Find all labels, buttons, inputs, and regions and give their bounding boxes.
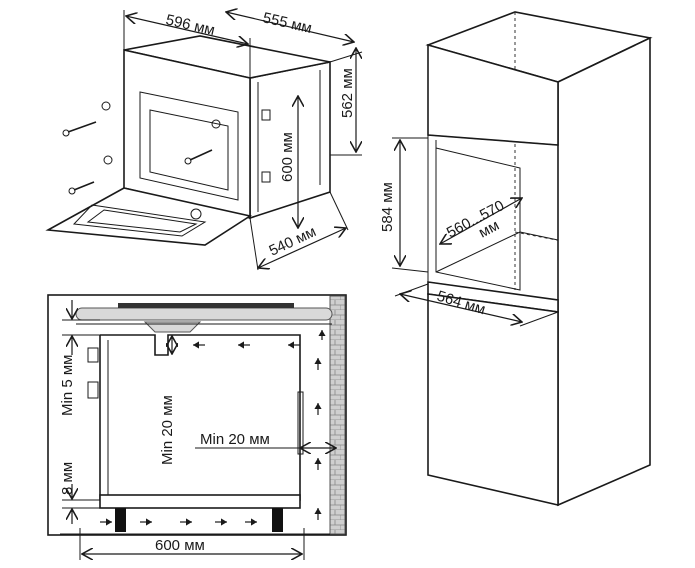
- section-frame: [47, 294, 347, 536]
- section-view: Min 5 мм Min 20 мм Min 20 мм 8 мм 600 мм: [47, 294, 347, 560]
- washer-icon: [101, 101, 111, 111]
- niche-width-label: 560...570: [444, 197, 507, 241]
- oven-window: [139, 91, 239, 201]
- tall-cabinet: 584 мм 560...570 мм 564 мм: [379, 11, 653, 507]
- control-knob-icon: [87, 347, 99, 363]
- bottom-gap-label: 8 мм: [59, 462, 76, 495]
- oven-perspective: 596 мм 555 мм 562 мм 600 мм 540 мм: [45, 9, 363, 271]
- oven-front-height-label: 600 мм: [279, 132, 296, 182]
- screw-icon: [62, 121, 97, 137]
- back-gap-vertical-label: Min 20 мм: [159, 395, 176, 465]
- mounting-bracket-icon: [261, 109, 271, 121]
- oven-depth-label: 555 мм: [261, 9, 313, 37]
- cabinet-side: [557, 36, 651, 507]
- top-gap-label: Min 5 мм: [59, 355, 76, 416]
- oven-section: [99, 334, 301, 501]
- door-hinge-icon: [190, 208, 202, 220]
- rear-vent-icon: [297, 391, 304, 455]
- oven-width-label: 596 мм: [164, 11, 216, 39]
- foot-left: [115, 508, 126, 532]
- airflow-arrows: [100, 330, 326, 526]
- washer-icon: [103, 155, 113, 165]
- mounting-bracket-icon: [261, 171, 271, 183]
- cabinet-lower-door: [427, 293, 559, 507]
- oven-base-plinth: [99, 494, 301, 509]
- niche-height-label: 584 мм: [379, 182, 396, 232]
- brick-wall: [329, 295, 346, 535]
- screw-icon: [68, 181, 95, 195]
- oven-body-depth-label: 540 мм: [267, 223, 319, 259]
- hob: [118, 303, 294, 308]
- screw-icon: [184, 149, 213, 165]
- back-gap-horizontal-label: Min 20 мм: [200, 431, 270, 448]
- washer-icon: [211, 119, 221, 129]
- control-knob-icon: [87, 381, 99, 399]
- worktop: [75, 307, 333, 321]
- section-width-label: 600 мм: [155, 537, 205, 554]
- foot-right: [272, 508, 283, 532]
- oven-height-label: 562 мм: [339, 68, 356, 118]
